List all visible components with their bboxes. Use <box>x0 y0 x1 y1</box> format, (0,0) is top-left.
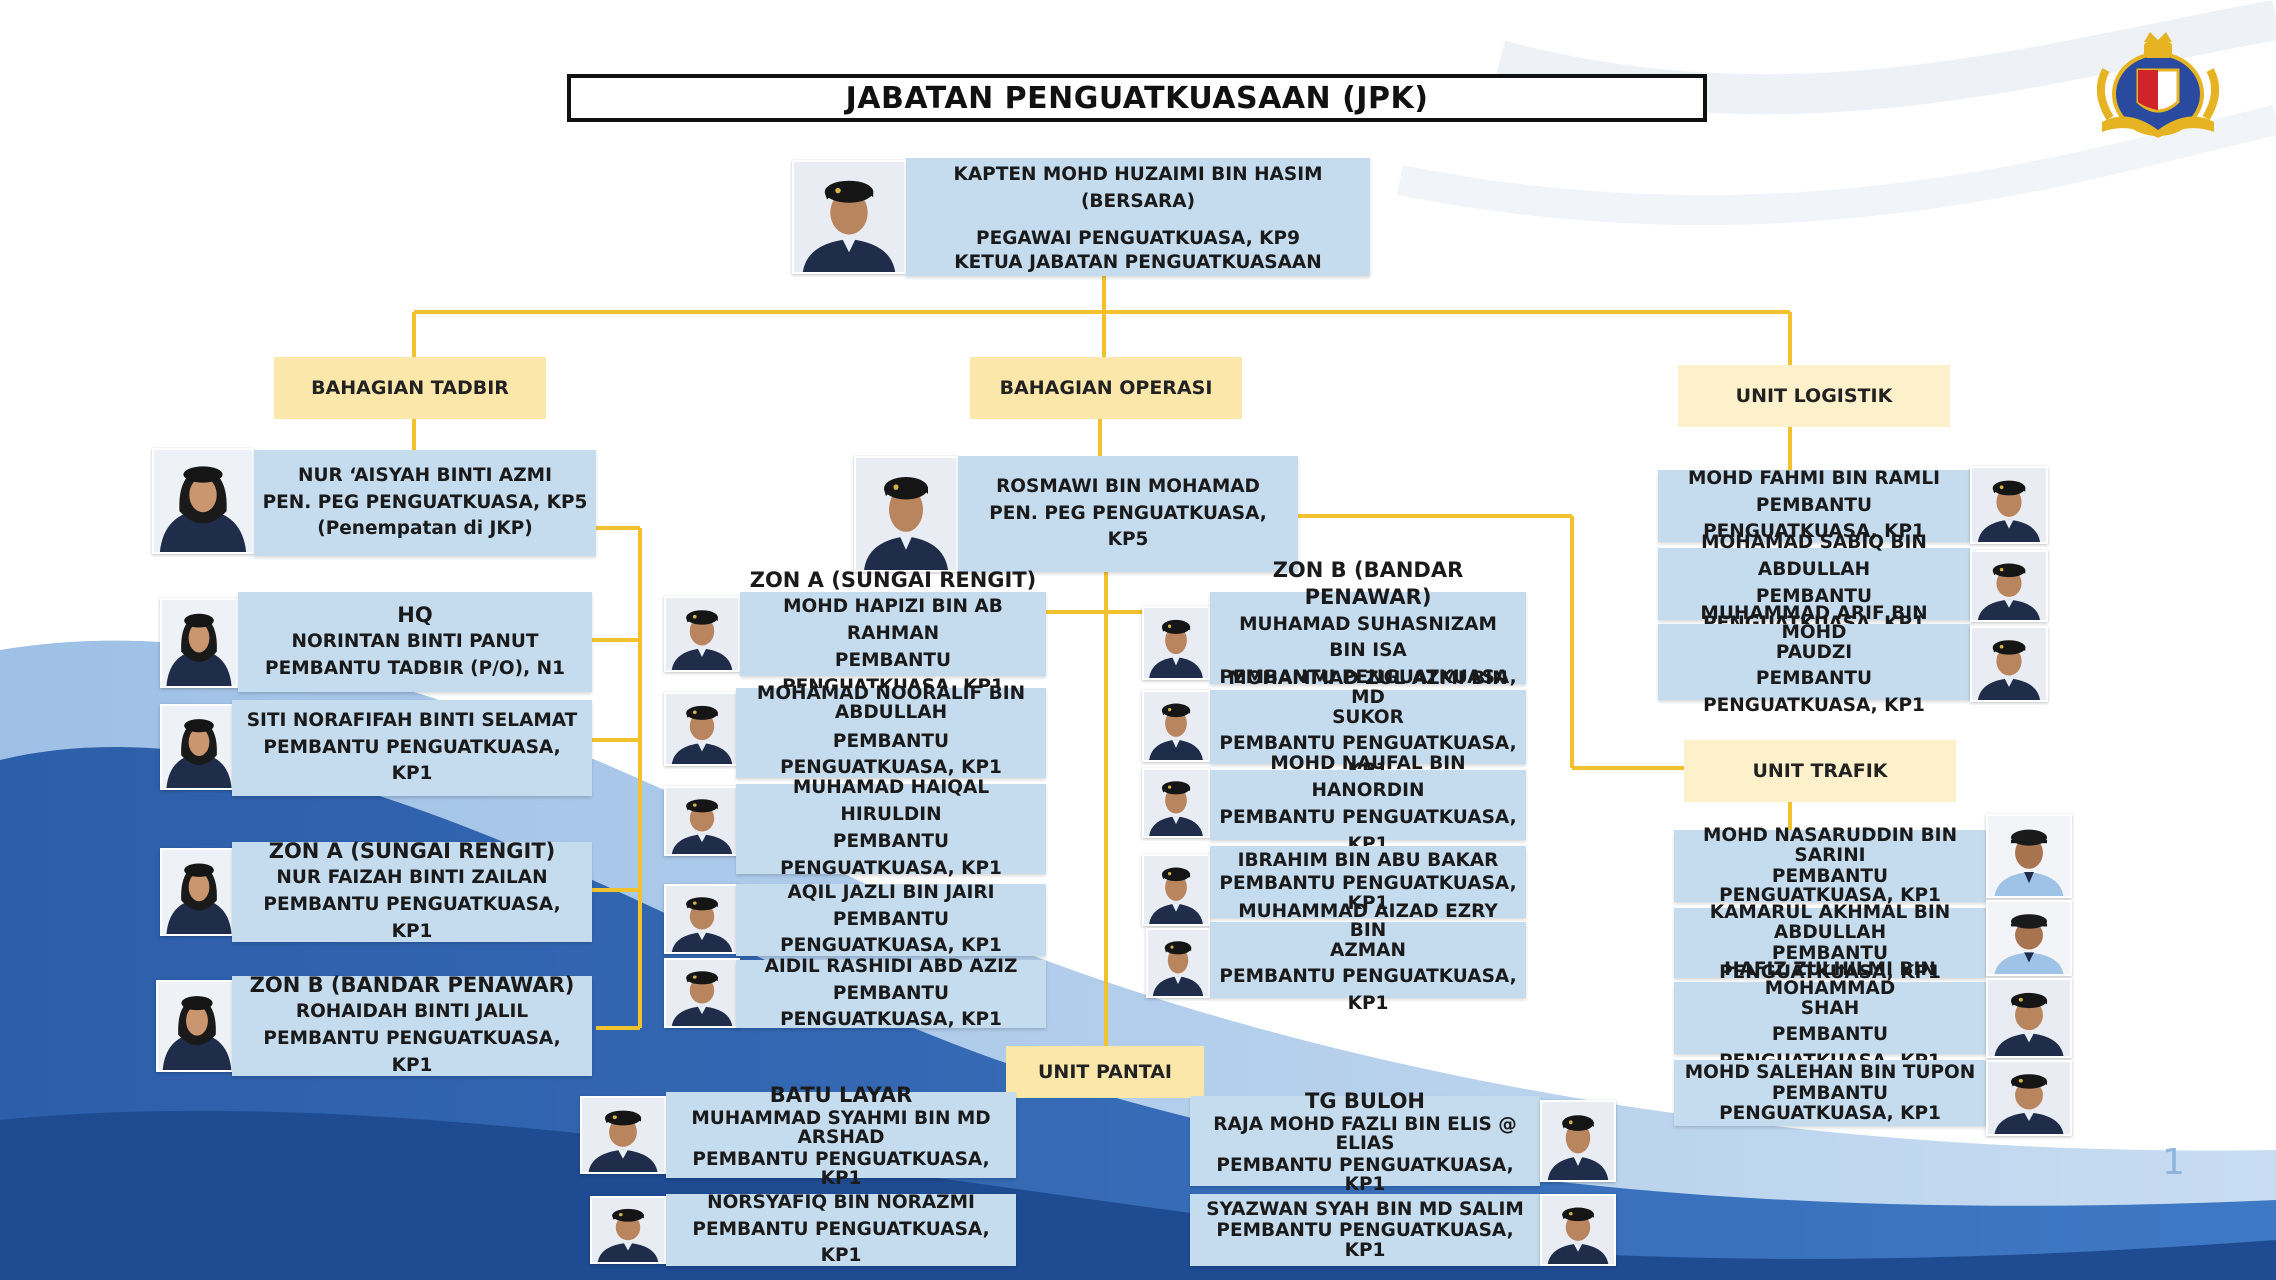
ops-zon-b-card-5: MUHAMMAD AIZAD EZRY BIN AZMAN PEMBANTU P… <box>1210 902 1526 1014</box>
siti-photo <box>160 704 238 790</box>
page-title: JABATAN PENGUATKUASAAN (JPK) <box>567 74 1707 122</box>
trafik-card-1: MOHD NASARUDDIN BIN SARINI PEMBANTU PENG… <box>1674 826 1986 906</box>
ops-zon-a-card-3: MUHAMAD HAIQAL HIRULDIN PEMBANTU PENGUAT… <box>736 777 1046 879</box>
tadbir-zon-a-card: ZON A (SUNGAI RENGIT) NUR FAIZAH BINTI Z… <box>232 839 592 942</box>
batu-layar-card-2: NORSYAFIQ BIN NORAZMI PEMBANTU PENGUATKU… <box>666 1192 1016 1266</box>
tadbir-zon-b-card: ZON B (BANDAR PENAWAR) ROHAIDAH BINTI JA… <box>232 973 592 1076</box>
ops-zon-b-photo-1 <box>1142 606 1210 680</box>
logistik-photo-2 <box>1970 550 2048 622</box>
head-card: KAPTEN MOHD HUZAIMI BIN HASIM (BERSARA) … <box>906 158 1370 276</box>
dept-unit-trafik: UNIT TRAFIK <box>1684 740 1956 802</box>
tadbir-lead-card: NUR ‘AISYAH BINTI AZMI PEN. PEG PENGUATK… <box>254 450 596 556</box>
ops-zon-a-photo-1 <box>664 596 740 672</box>
logistik-card-1: MOHD FAHMI BIN RAMLI PEMBANTU PENGUATKUA… <box>1658 468 1970 542</box>
dept-unit-pantai: UNIT PANTAI <box>1006 1046 1204 1098</box>
ops-zon-b-photo-2 <box>1142 690 1210 762</box>
tadbir-lead-photo <box>152 448 254 554</box>
head-name: KAPTEN MOHD HUZAIMI BIN HASIM (BERSARA) <box>953 164 1323 212</box>
ops-zon-a-card-1: ZON A (SUNGAI RENGIT) MOHD HAPIZI BIN AB… <box>740 568 1046 697</box>
dept-bahagian-tadbir: BAHAGIAN TADBIR <box>274 357 546 419</box>
dept-bahagian-operasi: BAHAGIAN OPERASI <box>970 357 1242 419</box>
ops-zon-a-photo-3 <box>664 786 740 856</box>
ops-zon-a-card-5: AIDIL RASHIDI ABD AZIZ PEMBANTU PENGUATK… <box>736 956 1046 1030</box>
ops-zon-b-photo-3 <box>1142 768 1210 838</box>
logistik-photo-1 <box>1970 466 2048 544</box>
tg-buloh-card-1: TG BULOH RAJA MOHD FAZLI BIN ELIS @ ELIA… <box>1190 1089 1540 1194</box>
tadbir-zon-a-photo <box>160 848 238 936</box>
trafik-photo-3 <box>1986 978 2072 1058</box>
ops-zon-b-card-3: MOHD NAUFAL BIN HANORDIN PEMBANTU PENGUA… <box>1210 753 1526 855</box>
batu-layar-photo-2 <box>590 1196 666 1264</box>
page-number: 1 <box>2162 1142 2185 1183</box>
trafik-card-4: MOHD SALEHAN BIN TUPON PEMBANTU PENGUATK… <box>1674 1060 1986 1126</box>
head-role: PEGAWAI PENGUATKUASA, KP9 <box>976 228 1300 250</box>
council-crest-logo <box>2088 22 2228 142</box>
batu-layar-photo-1 <box>580 1096 666 1174</box>
trafik-card-3: HAFIZ ZULHILMI BIN MOHAMMAD SHAH PEMBANT… <box>1674 960 1986 1072</box>
trafik-photo-1 <box>1986 814 2072 898</box>
head-position: KETUA JABATAN PENGUATKUASAAN <box>954 251 1322 273</box>
ops-zon-b-photo-5 <box>1146 928 1210 998</box>
trafik-photo-2 <box>1986 900 2072 976</box>
tadbir-zon-b-photo <box>156 980 238 1072</box>
ops-zon-b-card-4: IBRAHIM BIN ABU BAKAR PEMBANTU PENGUATKU… <box>1210 846 1526 918</box>
tg-buloh-photo-2 <box>1540 1194 1616 1266</box>
ops-zon-a-card-4: AQIL JAZLI BIN JAIRI PEMBANTU PENGUATKUA… <box>736 882 1046 956</box>
hq-photo <box>160 598 238 688</box>
trafik-card-2: KAMARUL AKHMAL BIN ABDULLAH PEMBANTU PEN… <box>1674 903 1986 983</box>
logistik-card-3: MUHAMMAD ARIF BIN MOHD PAUDZI PEMBANTU P… <box>1658 604 1970 716</box>
trafik-photo-4 <box>1986 1060 2072 1136</box>
ops-zon-b-photo-4 <box>1142 854 1210 926</box>
ops-zon-b-card-1: ZON B (BANDAR PENAWAR) MUHAMAD SUHASNIZA… <box>1210 558 1526 715</box>
siti-card: SITI NORAFIFAH BINTI SELAMAT PEMBANTU PE… <box>232 700 592 796</box>
dept-unit-logistik: UNIT LOGISTIK <box>1678 365 1950 427</box>
ops-zon-a-photo-5 <box>664 958 740 1028</box>
logistik-photo-3 <box>1970 626 2048 702</box>
ops-zon-b-card-2: MOHAMMAD ZUL AZMI BIN MD SUKOR PEMBANTU … <box>1210 669 1526 781</box>
ops-zon-a-card-2: MOHAMAD NOORALIF BIN ABDULLAH PEMBANTU P… <box>736 683 1046 778</box>
tg-buloh-photo-1 <box>1540 1100 1616 1182</box>
operasi-lead-photo <box>854 456 958 572</box>
head-photo <box>792 160 906 274</box>
batu-layar-card-1: BATU LAYAR MUHAMMAD SYAHMI BIN MD ARSHAD… <box>666 1083 1016 1188</box>
hq-card: HQ NORINTAN BINTI PANUT PEMBANTU TADBIR … <box>238 592 592 692</box>
logistik-card-2: MOHAMAD SABIQ BIN ABDULLAH PEMBANTU PENG… <box>1658 532 1970 634</box>
ops-zon-a-photo-4 <box>664 884 740 954</box>
tg-buloh-card-2: SYAZWAN SYAH BIN MD SALIM PEMBANTU PENGU… <box>1190 1194 1540 1266</box>
ops-zon-a-photo-2 <box>664 692 740 766</box>
operasi-lead-card: ROSMAWI BIN MOHAMAD PEN. PEG PENGUATKUAS… <box>958 456 1298 572</box>
